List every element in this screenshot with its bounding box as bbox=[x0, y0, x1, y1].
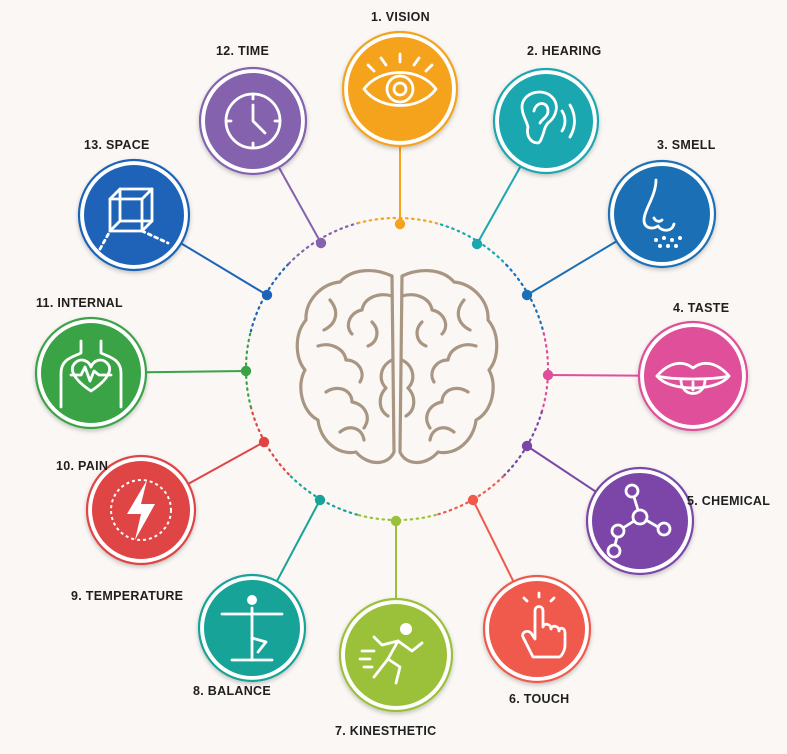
circle-taste bbox=[637, 320, 749, 432]
ring-dot-internal bbox=[240, 365, 252, 377]
ring-segment bbox=[356, 216, 402, 225]
circle-pain bbox=[85, 454, 197, 566]
circle-fill-space bbox=[84, 165, 184, 265]
connectors bbox=[145, 146, 640, 599]
circle-fill-touch bbox=[489, 581, 585, 677]
ring-segment bbox=[502, 444, 528, 478]
ring-segment bbox=[471, 475, 505, 501]
lightning-bolt-icon bbox=[110, 479, 172, 541]
sense-circles bbox=[34, 30, 749, 713]
label-time: 12. TIME bbox=[216, 44, 270, 58]
ring-segment bbox=[525, 410, 543, 448]
connector-balance bbox=[275, 499, 321, 582]
connector-hearing bbox=[476, 165, 522, 245]
ring-segment bbox=[540, 373, 549, 413]
ring-dot-taste bbox=[542, 369, 554, 381]
label-kinesthetic: 7. KINESTHETIC bbox=[335, 724, 437, 738]
ring-segment bbox=[249, 406, 266, 443]
label-balance: 8. BALANCE bbox=[193, 684, 272, 698]
label-hearing: 2. HEARING bbox=[527, 44, 602, 58]
ring-segment bbox=[434, 498, 474, 516]
circle-space bbox=[77, 158, 191, 272]
circle-time bbox=[198, 66, 308, 176]
connector-chemical bbox=[526, 445, 597, 493]
circle-touch bbox=[482, 574, 592, 684]
circle-fill-kinesthetic bbox=[345, 604, 447, 706]
ring-segment bbox=[399, 216, 442, 226]
connector-internal bbox=[145, 370, 247, 374]
ring-dot-chemical bbox=[521, 440, 533, 452]
circle-fill-internal bbox=[41, 323, 141, 423]
ring-segment bbox=[287, 238, 321, 265]
clock-icon bbox=[224, 92, 282, 150]
ring-segment bbox=[394, 513, 437, 522]
circle-internal bbox=[34, 316, 148, 430]
ring-segment bbox=[527, 293, 545, 335]
ring-segment bbox=[244, 330, 252, 373]
ring-segment bbox=[505, 263, 530, 296]
running-figure-icon bbox=[358, 623, 424, 685]
circle-fill-vision bbox=[348, 37, 452, 141]
ring-segment bbox=[355, 513, 398, 522]
ring-dot-kinesthetic bbox=[390, 515, 402, 527]
ring-dot-time bbox=[315, 237, 327, 249]
ring-dot-balance bbox=[314, 494, 326, 506]
label-touch: 6. TOUCH bbox=[509, 692, 570, 706]
ring-segment bbox=[477, 240, 508, 267]
ring-dot-touch bbox=[467, 494, 479, 506]
ring-dot-smell bbox=[521, 289, 533, 301]
label-pain: 10. PAIN bbox=[56, 459, 109, 473]
circle-kinesthetic bbox=[338, 597, 454, 713]
circle-hearing bbox=[492, 67, 600, 175]
circle-fill-hearing bbox=[499, 74, 593, 168]
ring-segment bbox=[542, 332, 550, 377]
ring-segment bbox=[439, 223, 480, 243]
ring-dot-pain bbox=[258, 436, 270, 448]
eye-icon bbox=[362, 52, 438, 107]
label-vision: 1. VISION bbox=[371, 10, 430, 24]
circle-smell bbox=[607, 159, 717, 269]
ring-dot-vision bbox=[394, 218, 406, 230]
nose-icon bbox=[642, 178, 682, 248]
connector-space bbox=[180, 242, 268, 296]
ring-segment bbox=[287, 473, 322, 501]
ring-dot-space bbox=[261, 289, 273, 301]
torso-heartbeat-icon bbox=[59, 339, 123, 409]
label-chemical: 5. CHEMICAL bbox=[687, 494, 771, 508]
ring-segment bbox=[319, 498, 358, 516]
label-temperature: 9. TEMPERATURE bbox=[71, 589, 184, 603]
circle-vision bbox=[341, 30, 459, 148]
mouth-icon bbox=[655, 361, 731, 395]
label-space: 13. SPACE bbox=[84, 138, 150, 152]
circle-fill-smell bbox=[614, 166, 710, 262]
label-internal: 11. INTERNAL bbox=[36, 296, 123, 310]
connector-touch bbox=[472, 499, 515, 582]
ring-segment bbox=[249, 293, 267, 333]
connector-taste bbox=[547, 374, 640, 377]
balancing-figure-icon bbox=[220, 595, 284, 662]
connector-smell bbox=[526, 240, 618, 296]
circle-chemical bbox=[585, 466, 695, 576]
ring-segment bbox=[263, 440, 290, 476]
ring-segment bbox=[264, 262, 290, 296]
circle-fill-taste bbox=[644, 327, 742, 425]
ring-segment bbox=[244, 369, 253, 409]
ring-dot-hearing bbox=[471, 238, 483, 250]
connector-time bbox=[277, 166, 322, 244]
dotted-ring bbox=[244, 216, 550, 522]
ring-segment bbox=[317, 222, 360, 241]
brain-icon bbox=[295, 269, 499, 465]
molecule-icon bbox=[606, 483, 672, 559]
cube-icon bbox=[98, 187, 170, 251]
label-smell: 3. SMELL bbox=[657, 138, 716, 152]
touch-hand-icon bbox=[521, 591, 567, 659]
circle-fill-chemical bbox=[592, 473, 688, 569]
connector-pain bbox=[187, 441, 265, 485]
ear-icon bbox=[520, 90, 576, 145]
label-taste: 4. TASTE bbox=[673, 301, 730, 315]
circle-balance bbox=[197, 573, 307, 683]
